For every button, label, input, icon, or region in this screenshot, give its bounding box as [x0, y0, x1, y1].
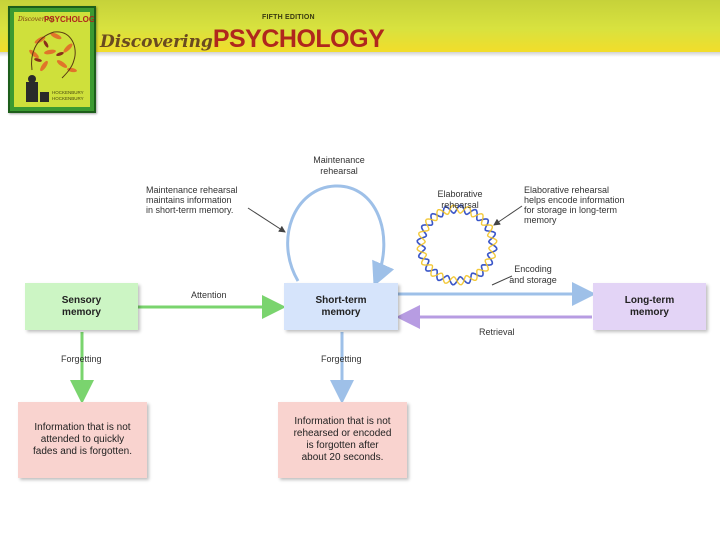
retrieval-label: Retrieval — [479, 327, 515, 337]
attention-label: Attention — [191, 290, 227, 300]
short-term-memory-label: Short-term memory — [315, 294, 367, 318]
elaborative-note-pointer — [493, 205, 523, 226]
edition-label: FIFTH EDITION — [262, 14, 315, 21]
book-logo: DiscoveringPSYCHOLOGY — [100, 25, 385, 54]
logo-psychology: PSYCHOLOGY — [212, 25, 385, 53]
svg-text:PSYCHOLOGY: PSYCHOLOGY — [44, 15, 94, 24]
maintenance-rehearsal-note: Maintenance rehearsal maintains informat… — [146, 185, 238, 215]
logo-discovering: Discovering — [100, 32, 213, 52]
short-term-forgetting-label: Forgetting — [321, 354, 362, 364]
elaborative-wavy-loop — [416, 204, 498, 286]
sensory-forgotten-box: Information that is not attended to quic… — [18, 402, 147, 478]
sensory-forgotten-text: Information that is not attended to quic… — [33, 422, 132, 457]
short-term-forgotten-box: Information that is not rehearsed or enc… — [278, 402, 407, 478]
elaborative-rehearsal-note: Elaborative rehearsal helps encode infor… — [524, 185, 625, 225]
svg-text:Discovering: Discovering — [17, 16, 54, 23]
header-banner — [0, 0, 720, 52]
maintenance-rehearsal-label: Maintenance rehearsal — [313, 155, 365, 176]
short-term-forgotten-text: Information that is not rehearsed or enc… — [293, 416, 392, 463]
short-term-memory-box: Short-term memory — [284, 283, 398, 330]
book-cover-image: Discovering PSYCHOLOGY HOCKENBURY HOCKEN… — [8, 6, 96, 113]
svg-text:HOCKENBURY: HOCKENBURY — [52, 96, 84, 101]
sensory-memory-label: Sensory memory — [61, 294, 102, 318]
header-shadow — [0, 52, 720, 57]
maintenance-note-pointer — [247, 207, 286, 233]
svg-text:HOCKENBURY: HOCKENBURY — [52, 90, 84, 95]
elaborative-rehearsal-label: Elaborative rehearsal — [437, 189, 483, 210]
sensory-memory-box: Sensory memory — [25, 283, 138, 330]
long-term-memory-box: Long-term memory — [593, 283, 706, 330]
encoding-storage-label: Encoding and storage — [509, 264, 557, 285]
sensory-forgetting-label: Forgetting — [61, 354, 102, 364]
long-term-memory-label: Long-term memory — [624, 294, 675, 318]
encoding-label-pointer — [491, 275, 513, 286]
maintenance-loop-arrow — [286, 184, 395, 287]
